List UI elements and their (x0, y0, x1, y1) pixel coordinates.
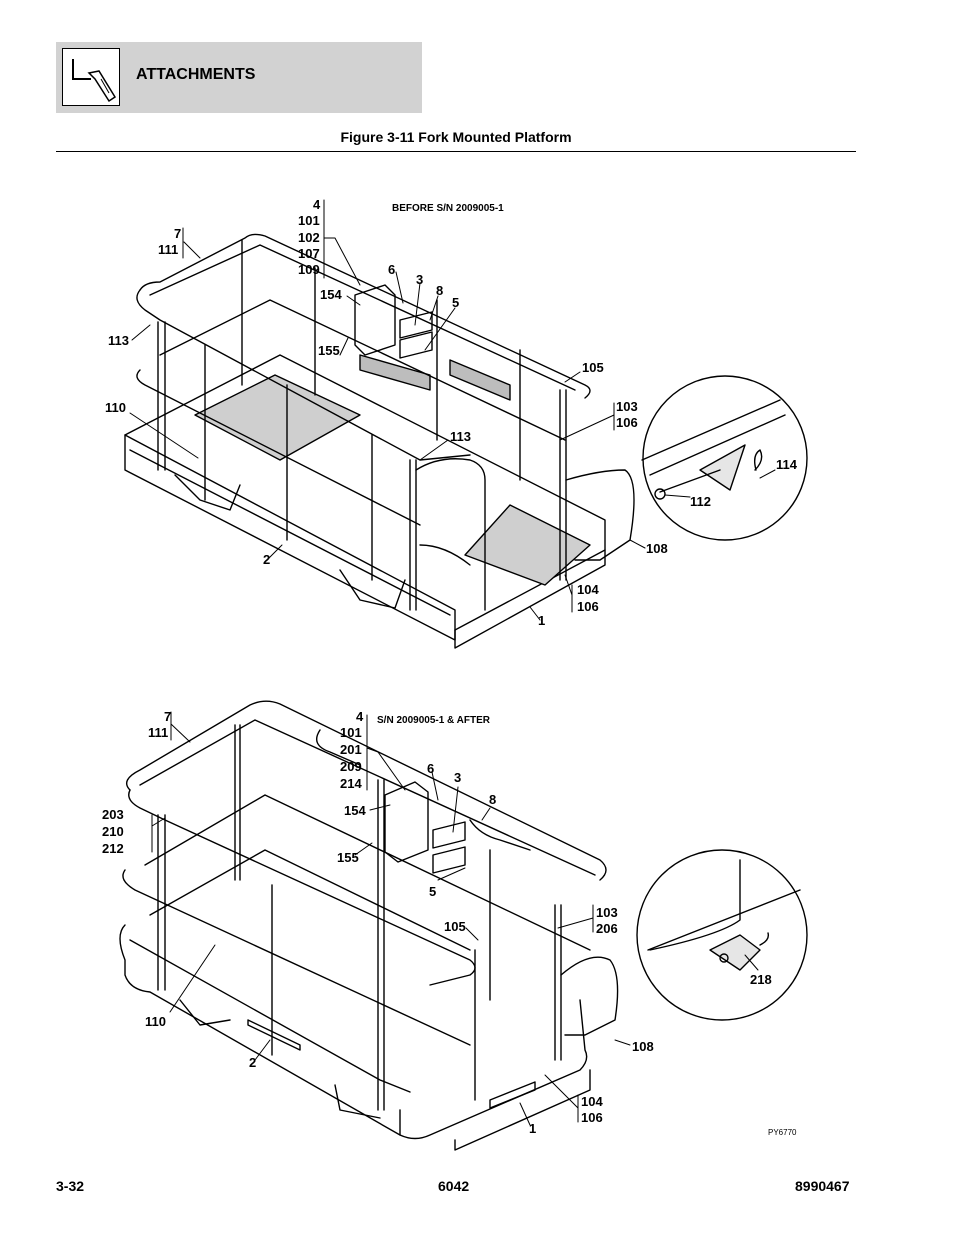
callout-1: 1 (529, 1121, 537, 1136)
callout-154: 154 (320, 287, 342, 302)
top-view-caption: BEFORE S/N 2009005-1 (392, 203, 504, 214)
callout-3: 3 (416, 272, 424, 287)
callout-106: 106 (581, 1110, 603, 1125)
callout-105: 105 (444, 919, 466, 934)
manual-part-number: 8990467 (795, 1178, 850, 1194)
callout-2: 2 (249, 1055, 257, 1070)
header-rule (56, 151, 856, 152)
callout-103: 103 (616, 399, 638, 414)
callout-111: 111 (148, 725, 169, 740)
callout-111: 111 (158, 242, 179, 257)
callout-6: 6 (388, 262, 396, 277)
callout-109: 109 (298, 262, 320, 277)
drawing-id: PY6770 (768, 1128, 797, 1137)
callout-114: 114 (776, 457, 797, 472)
callout-209: 209 (340, 759, 362, 774)
callout-203: 203 (102, 807, 124, 822)
callout-7: 7 (164, 709, 172, 724)
callout-1: 1 (538, 613, 546, 628)
callout-8: 8 (489, 792, 497, 807)
callout-113-left: 113 (108, 333, 129, 348)
callout-6: 6 (427, 761, 435, 776)
callout-210: 210 (102, 824, 124, 839)
callout-5: 5 (452, 295, 460, 310)
callout-108: 108 (646, 541, 668, 556)
section-header: ATTACHMENTS (56, 42, 422, 113)
figure-title: Figure 3-11 Fork Mounted Platform (340, 129, 572, 145)
callout-5: 5 (429, 884, 437, 899)
section-title: ATTACHMENTS (136, 66, 256, 83)
callout-206: 206 (596, 921, 618, 936)
top-platform-drawing (124, 233, 808, 649)
bottom-view-caption: S/N 2009005-1 & AFTER (377, 715, 491, 726)
callout-7: 7 (174, 226, 182, 241)
model-number: 6042 (438, 1178, 470, 1194)
callout-8: 8 (436, 283, 444, 298)
callout-112: 112 (690, 494, 711, 509)
callout-218: 218 (750, 972, 772, 987)
callout-104: 104 (577, 582, 599, 597)
callout-105: 105 (582, 360, 604, 375)
callout-155: 155 (337, 850, 359, 865)
bottom-platform-drawing (119, 700, 808, 1151)
page-number: 3-32 (56, 1178, 85, 1194)
callout-212: 212 (102, 841, 124, 856)
callout-110: 110 (105, 400, 126, 415)
callout-106-upper: 106 (616, 415, 638, 430)
callout-101: 101 (340, 725, 362, 740)
callout-108: 108 (632, 1039, 654, 1054)
callout-3: 3 (454, 770, 462, 785)
callout-107: 107 (298, 246, 320, 261)
callout-154: 154 (344, 803, 366, 818)
callout-4: 4 (356, 709, 364, 724)
callout-106-lower: 106 (577, 599, 599, 614)
callout-214: 214 (340, 776, 362, 791)
callout-4: 4 (313, 197, 321, 212)
callout-110: 110 (145, 1014, 166, 1029)
callout-155: 155 (318, 343, 340, 358)
callout-104: 104 (581, 1094, 603, 1109)
callout-2: 2 (263, 552, 271, 567)
callout-103: 103 (596, 905, 618, 920)
callout-113-gate: 113 (450, 429, 471, 444)
callout-102: 102 (298, 230, 320, 245)
attachment-hook-icon (62, 48, 120, 106)
callout-201: 201 (340, 742, 362, 757)
callout-101: 101 (298, 213, 320, 228)
